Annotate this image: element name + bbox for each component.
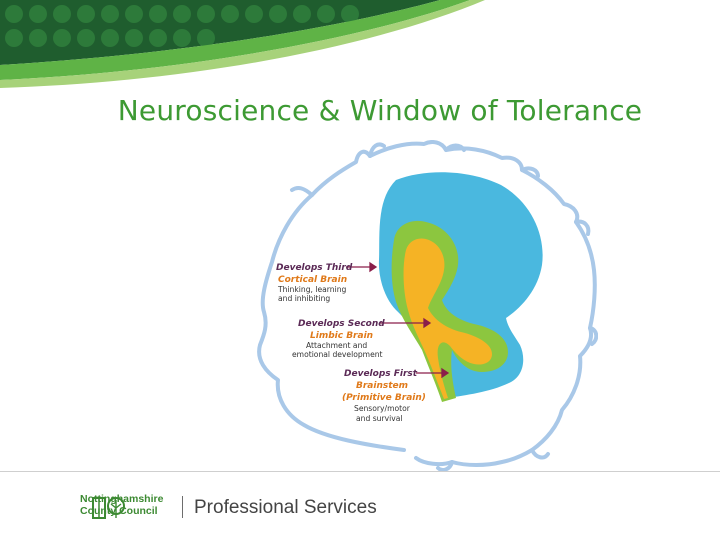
limbic-region-name: Limbic Brain [310,331,373,341]
council-name: Nottinghamshire County Council [80,493,163,517]
cortical-region-name: Cortical Brain [278,275,347,285]
brain-development-diagram: Develops Third Cortical Brain Thinking, … [257,140,598,472]
limbic-description-line-1: Attachment and [306,341,367,350]
limbic-develops-heading: Develops Second [298,319,385,329]
cortical-develops-heading: Develops Third [276,263,353,273]
council-name-line-2: County Council [80,505,158,517]
limbic-label: Develops Second Limbic Brain Attachment … [292,319,385,359]
brainstem-label: Develops First Brainstem (Primitive Brai… [342,369,426,423]
footer-section-label: Professional Services [194,497,377,518]
council-name-line-1: Nottinghamshire [80,493,164,505]
brainstem-develops-heading: Develops First [344,369,418,379]
brainstem-description-line-1: Sensory/motor [354,404,411,413]
footer-vertical-divider [182,496,183,518]
limbic-description-line-2: emotional development [292,350,383,359]
brainstem-region-note: (Primitive Brain) [342,393,426,403]
head-silhouette [257,140,598,472]
cortical-description-line-1: Thinking, learning [277,285,347,294]
footer-divider-line [0,471,720,472]
brainstem-region [403,238,492,399]
cortical-label: Develops Third Cortical Brain Thinking, … [276,263,353,303]
council-logo-icon [92,497,125,519]
brainstem-region-name: Brainstem [356,381,408,391]
header-banner [0,0,485,88]
brainstem-description-line-2: and survival [356,414,402,423]
cortical-description-line-2: and inhibiting [278,294,330,303]
slide-title: Neuroscience & Window of Tolerance [117,94,643,127]
